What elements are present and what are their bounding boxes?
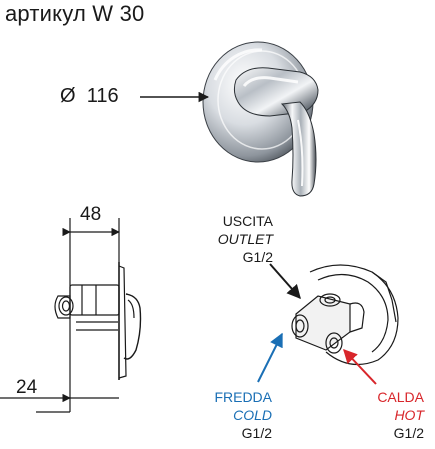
hot-arrow: [343, 348, 377, 385]
hot-it: CALDA: [377, 389, 424, 405]
outlet-arrow: [269, 263, 301, 300]
outlet-it: USCITA: [222, 213, 273, 229]
hot-en: HOT: [394, 407, 424, 423]
outlet-en: OUTLET: [217, 231, 273, 247]
outlet-label: USCITA OUTLET G1/2: [201, 212, 273, 266]
diameter-symbol: Ø: [60, 85, 76, 107]
product-render: [202, 41, 319, 197]
cold-it: FREDDA: [214, 389, 272, 405]
diameter-label: Ø 116: [60, 86, 119, 106]
depth-dimension: 48: [80, 204, 102, 225]
hot-size: G1/2: [393, 425, 424, 441]
offset-dimension: 24: [16, 377, 38, 398]
article-title: артикул W 30: [5, 1, 145, 26]
cold-size: G1/2: [241, 425, 272, 441]
cold-arrow: [257, 332, 283, 383]
diameter-value: 116: [86, 85, 119, 107]
hot-label: CALDA HOT G1/2: [342, 388, 424, 442]
side-view-drawing: [0, 218, 142, 413]
valve-body-icon: [291, 264, 399, 366]
lever-handle-icon: [233, 67, 319, 197]
cold-en: COLD: [233, 407, 272, 423]
cold-label: FREDDA COLD G1/2: [196, 388, 272, 442]
outlet-size: G1/2: [242, 249, 273, 265]
